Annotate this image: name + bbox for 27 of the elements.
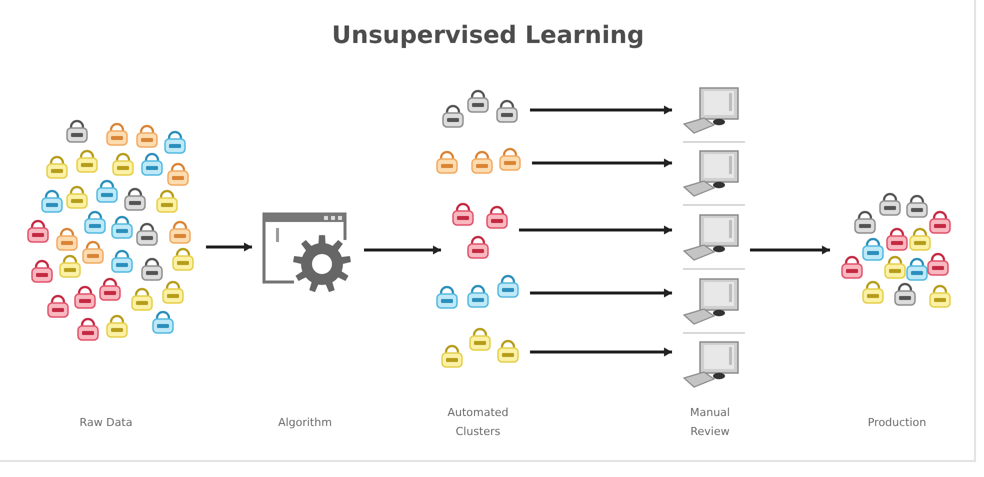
computer-icon (682, 214, 740, 261)
arrow (364, 246, 441, 254)
arrow (530, 348, 672, 356)
computer-icon (682, 150, 740, 197)
computer-icon (682, 87, 740, 134)
computer-icon (682, 341, 740, 388)
stage-label: Production (868, 415, 926, 431)
arrow (206, 242, 252, 252)
data-cluster-drawing (440, 88, 520, 130)
data-cluster-drawing (434, 147, 522, 175)
arrow (530, 288, 672, 298)
data-cluster-drawing (451, 202, 509, 259)
diagram-title: Unsupervised Learning (332, 20, 644, 50)
arrow (532, 158, 672, 168)
window-gear-icon (262, 212, 354, 294)
data-icons-drawing (840, 192, 952, 308)
stage-label: Automated Clusters (446, 405, 510, 440)
stage-label: Manual Review (689, 405, 731, 440)
arrow (530, 106, 672, 114)
stage-label: Algorithm (278, 415, 332, 431)
stage-label: Raw Data (80, 415, 132, 431)
data-cluster-drawing (440, 327, 520, 368)
data-icons-drawing (26, 118, 196, 344)
data-cluster-drawing (435, 274, 520, 309)
computer-icon (682, 278, 740, 325)
arrow (519, 226, 672, 234)
arrow (750, 246, 830, 254)
